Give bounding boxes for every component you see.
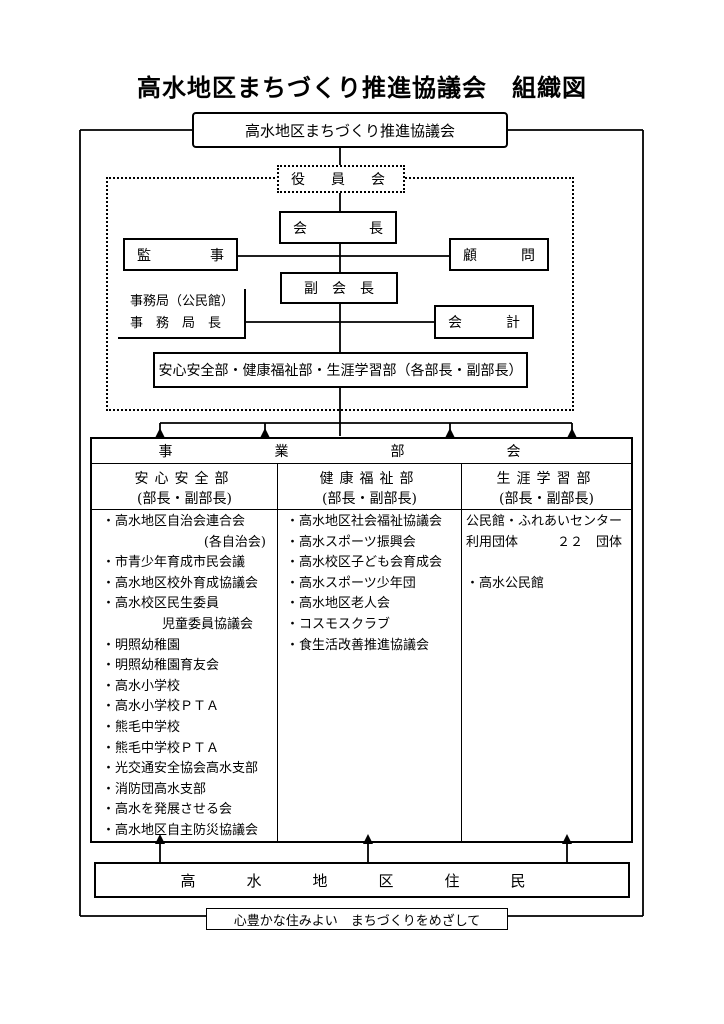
secretariat-label: 事務局（公民館）	[130, 294, 235, 309]
list-item: ・消防団高水支部	[102, 781, 207, 797]
safety-column-head: 安心安全部 (部長・副部長)	[92, 465, 277, 509]
motto-label: 心豊かな住みよい まちづくりをめざして	[233, 913, 481, 929]
chairman-char-2: 長	[369, 220, 383, 237]
council-box: 高水地区まちづくり推進協議会	[192, 112, 508, 148]
list-item: 児童委員協議会	[162, 616, 254, 632]
list-item: ・高水地区自主防災協議会	[102, 822, 259, 838]
list-item: ・熊毛中学校ＰＴＡ	[102, 740, 220, 756]
department-heads-box: 安心安全部・健康福祉部・生涯学習部（各部長・副部長）	[153, 352, 528, 388]
list-item: ・熊毛中学校	[102, 719, 181, 735]
advisor-char-2: 問	[521, 247, 535, 264]
list-item: ・明照幼稚園	[102, 637, 181, 653]
auditor-char-2: 事	[210, 247, 224, 264]
list-item: ・市青少年育成市民会議	[102, 555, 246, 571]
list-item: ・高水地区校外育成協議会	[102, 575, 259, 591]
safety-division-name: 安心安全部	[134, 471, 235, 487]
department-heads-label: 安心安全部・健康福祉部・生涯学習部（各部長・副部長）	[158, 363, 523, 379]
list-item: ・高水小学校ＰＴＡ	[102, 699, 220, 715]
list-item: ・高水校区子ども会育成会	[286, 555, 443, 571]
list-item: 利用団体 ２２ 団体	[466, 534, 623, 550]
list-item	[466, 553, 628, 574]
chairman-char-1: 会	[293, 220, 307, 237]
motto-box: 心豊かな住みよい まちづくりをめざして	[206, 908, 508, 930]
welfare-column-head: 健康福祉部 (部長・副部長)	[278, 465, 461, 509]
advisor-char-1: 顧	[463, 247, 477, 264]
auditor-char-1: 監	[137, 247, 151, 264]
learning-column-head: 生涯学習部 (部長・副部長)	[462, 465, 631, 509]
column-divider	[461, 463, 462, 841]
page-title: 高水地区まちづくり推進協議会 組織図	[137, 74, 587, 102]
chairman-box: 会 長	[279, 211, 397, 244]
list-item: ・高水スポーツ振興会	[286, 534, 416, 550]
list-item: ・高水を発展させる会	[102, 802, 233, 818]
list-item: ・高水地区自治会連合会	[102, 514, 246, 529]
list-item: ・高水校区民生委員	[102, 596, 220, 612]
accounting-char-1: 会	[448, 315, 462, 331]
column-divider	[277, 463, 278, 841]
auditor-box: 監 事	[123, 238, 238, 271]
list-item: ・高水地区社会福祉協議会	[286, 514, 443, 529]
list-item: ・コスモスクラブ	[286, 616, 391, 632]
list-item: ・高水スポーツ少年団	[286, 575, 416, 591]
residents-box: 高 水 地 区 住 民	[94, 862, 630, 898]
list-item: ・光交通安全協会高水支部	[102, 761, 259, 777]
welfare-division-name: 健康福祉部	[319, 471, 420, 487]
list-item: ・高水小学校	[102, 678, 181, 694]
safety-division-sub: (部長・副部長)	[137, 491, 232, 507]
council-label: 高水地区まちづくり推進協議会	[244, 121, 455, 140]
safety-member-list: ・高水地区自治会連合会 (各自治会) ・市青少年育成市民会議 ・高水地区校外育成…	[102, 512, 274, 842]
residents-label: 高 水 地 区 住 民	[180, 871, 544, 890]
divisions-column-headers	[92, 463, 631, 510]
welfare-division-sub: (部長・副部長)	[322, 491, 417, 507]
list-item: ・明照幼稚園育友会	[102, 658, 220, 674]
learning-division-name: 生涯学習部	[496, 471, 597, 487]
learning-division-sub: (部長・副部長)	[499, 491, 594, 507]
divisions-header: 事 業 部 会	[92, 439, 631, 464]
secretariat-box: 事務局（公民館） 事 務 局 長	[118, 289, 246, 339]
advisor-box: 顧 問	[449, 238, 549, 271]
welfare-member-list: ・高水地区社会福祉協議会 ・高水スポーツ振興会 ・高水校区子ども会育成会 ・高水…	[286, 512, 458, 656]
officers-label: 役 員 会	[277, 165, 405, 193]
secretary-general-label: 事 務 局 長	[130, 316, 222, 331]
list-item: (各自治会)	[203, 534, 266, 550]
list-item: 公民館・ふれあいセンター	[466, 514, 623, 529]
divisions-table: 事 業 部 会 安心安全部 (部長・副部長) 健康福祉部 (部長・副部長) 生涯…	[90, 437, 633, 843]
vice-chairman-box: 副 会 長	[280, 272, 398, 304]
vice-chairman-label: 副 会 長	[304, 281, 374, 297]
list-item: ・食生活改善推進協議会	[286, 637, 430, 653]
list-item: ・高水公民館	[466, 575, 545, 591]
list-item: ・高水地区老人会	[286, 596, 391, 612]
divisions-header-label: 事 業 部 会	[158, 444, 565, 460]
accounting-char-2: 計	[506, 315, 520, 331]
accounting-box: 会 計	[434, 305, 534, 339]
learning-member-list: 公民館・ふれあいセンター 利用団体 ２２ 団体 ・高水公民館	[466, 512, 628, 594]
